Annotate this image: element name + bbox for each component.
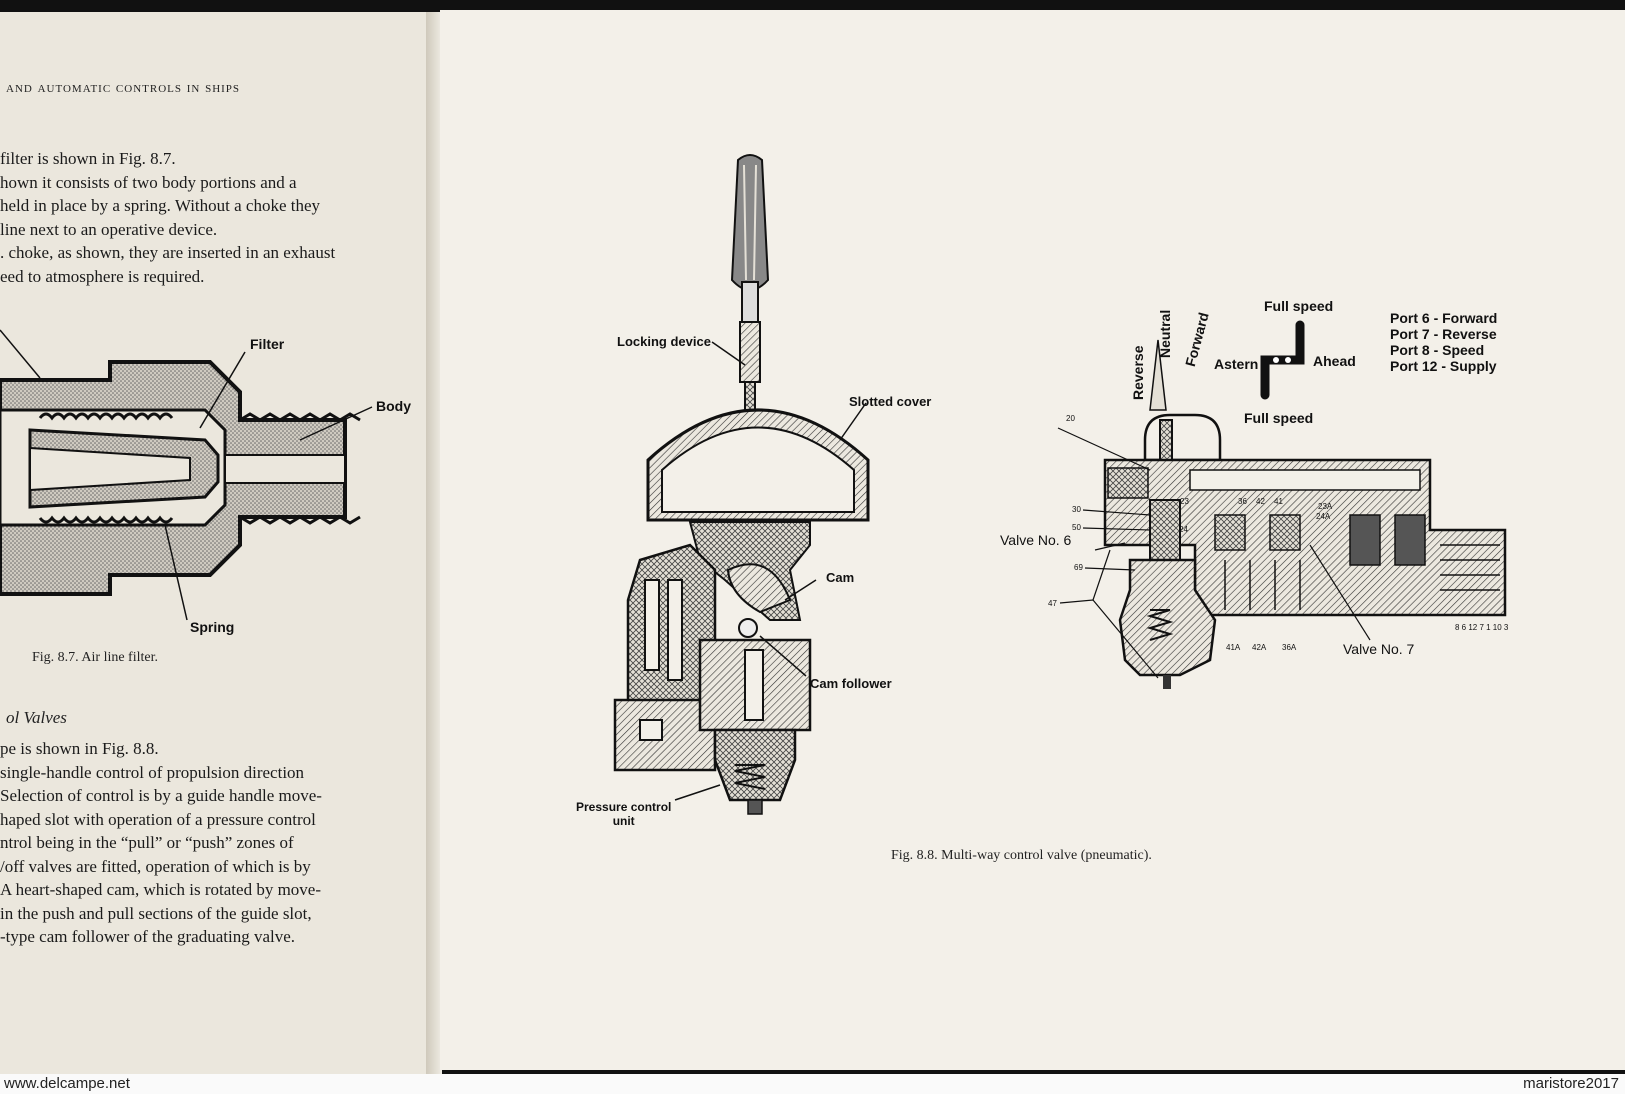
port-legend-item: Port 8 - Speed	[1390, 342, 1485, 358]
port-legend-item: Port 7 - Reverse	[1390, 326, 1497, 342]
locking-device-label: Locking device	[617, 334, 711, 349]
pressure-control-unit-label: Pressure control unit	[576, 800, 671, 828]
part-number: 23	[1180, 497, 1189, 506]
text-line: filter is shown in Fig. 8.7.	[0, 149, 176, 168]
label-line: Pressure control	[576, 800, 672, 814]
full-speed-top-label: Full speed	[1264, 298, 1334, 314]
part-number: 36A	[1282, 643, 1297, 652]
port-legend: Port 6 - Forward Port 7 - Reverse Port 8…	[1390, 310, 1497, 374]
text-line: . choke, as shown, they are inserted in …	[0, 243, 336, 262]
text-line: haped slot with operation of a pressure …	[0, 809, 316, 829]
paragraph-filter: filter is shown in Fig. 8.7. hown it con…	[0, 147, 335, 288]
part-number: 42A	[1252, 643, 1267, 652]
book-gutter	[426, 12, 442, 1078]
slotted-cover-label: Slotted cover	[849, 394, 932, 409]
spring-label: Spring	[190, 619, 235, 635]
watermark-right: maristore2017	[1523, 1075, 1619, 1092]
part-number: 47	[1048, 599, 1057, 608]
part-number: 24	[1179, 525, 1188, 534]
text-line: line next to an operative device.	[0, 219, 218, 239]
port-legend-item: Port 6 - Forward	[1390, 310, 1498, 326]
text-line: held in place by a spring. Without a cho…	[0, 196, 321, 215]
part-number: 24A	[1316, 512, 1331, 521]
part-number: 42	[1256, 497, 1265, 506]
label-line: unit	[612, 814, 635, 828]
text-line: A heart-shaped cam, which is rotated by …	[0, 880, 322, 899]
valve-no-6-label: Valve No. 6	[1000, 532, 1072, 548]
filter-label: Filter	[250, 336, 285, 352]
cam-label: Cam	[826, 570, 855, 585]
part-number: 36	[1238, 497, 1247, 506]
full-speed-bottom-label: Full speed	[1244, 410, 1314, 426]
paragraph-control-valves: pe is shown in Fig. 8.8. single-handle c…	[0, 737, 322, 949]
text-line: single-handle control of propulsion dire…	[0, 762, 305, 782]
section-heading: ol Valves	[6, 708, 67, 727]
text-line: pe is shown in Fig. 8.8.	[0, 739, 159, 758]
part-number: 41	[1274, 497, 1283, 506]
text-line: in the push and pull sections of the gui…	[0, 903, 312, 923]
running-header: and automatic controls in ships	[6, 80, 241, 96]
text-line: -type cam follower of the graduating val…	[0, 927, 296, 946]
cam-follower-label: Cam follower	[810, 676, 892, 691]
figure-caption-8-7: Fig. 8.7. Air line filter.	[32, 650, 158, 665]
part-number: 30	[1072, 505, 1081, 514]
air-line-filter-diagram	[0, 329, 373, 621]
port-legend-item: Port 12 - Supply	[1390, 358, 1497, 374]
part-number: 23A	[1318, 502, 1333, 511]
part-number: 41A	[1226, 643, 1241, 652]
port-numbers: 8 6 12 7 1 10 3	[1455, 623, 1509, 632]
text-line: eed to atmosphere is required.	[0, 266, 205, 286]
part-number: 50	[1072, 523, 1081, 532]
astern-label: Astern	[1214, 356, 1259, 372]
valve-no-7-label: Valve No. 7	[1343, 641, 1415, 657]
reverse-label: Reverse	[1130, 345, 1146, 401]
figure-caption-8-8: Fig. 8.8. Multi-way control valve (pneum…	[891, 848, 1152, 863]
watermark-left: www.delcampe.net	[4, 1075, 130, 1092]
ahead-label: Ahead	[1313, 353, 1356, 369]
text-line: ntrol being in the “pull” or “push” zone…	[0, 833, 294, 852]
watermark-footer: www.delcampe.net maristore2017	[0, 1074, 1625, 1094]
part-number: 69	[1074, 563, 1083, 572]
neutral-label: Neutral	[1157, 309, 1173, 358]
part-number: 20	[1066, 414, 1075, 423]
text-line: hown it consists of two body portions an…	[0, 172, 297, 192]
text-line: /off valves are fitted, operation of whi…	[0, 856, 311, 876]
text-line: Selection of control is by a guide handl…	[0, 786, 322, 805]
body-label: Body	[376, 398, 411, 414]
